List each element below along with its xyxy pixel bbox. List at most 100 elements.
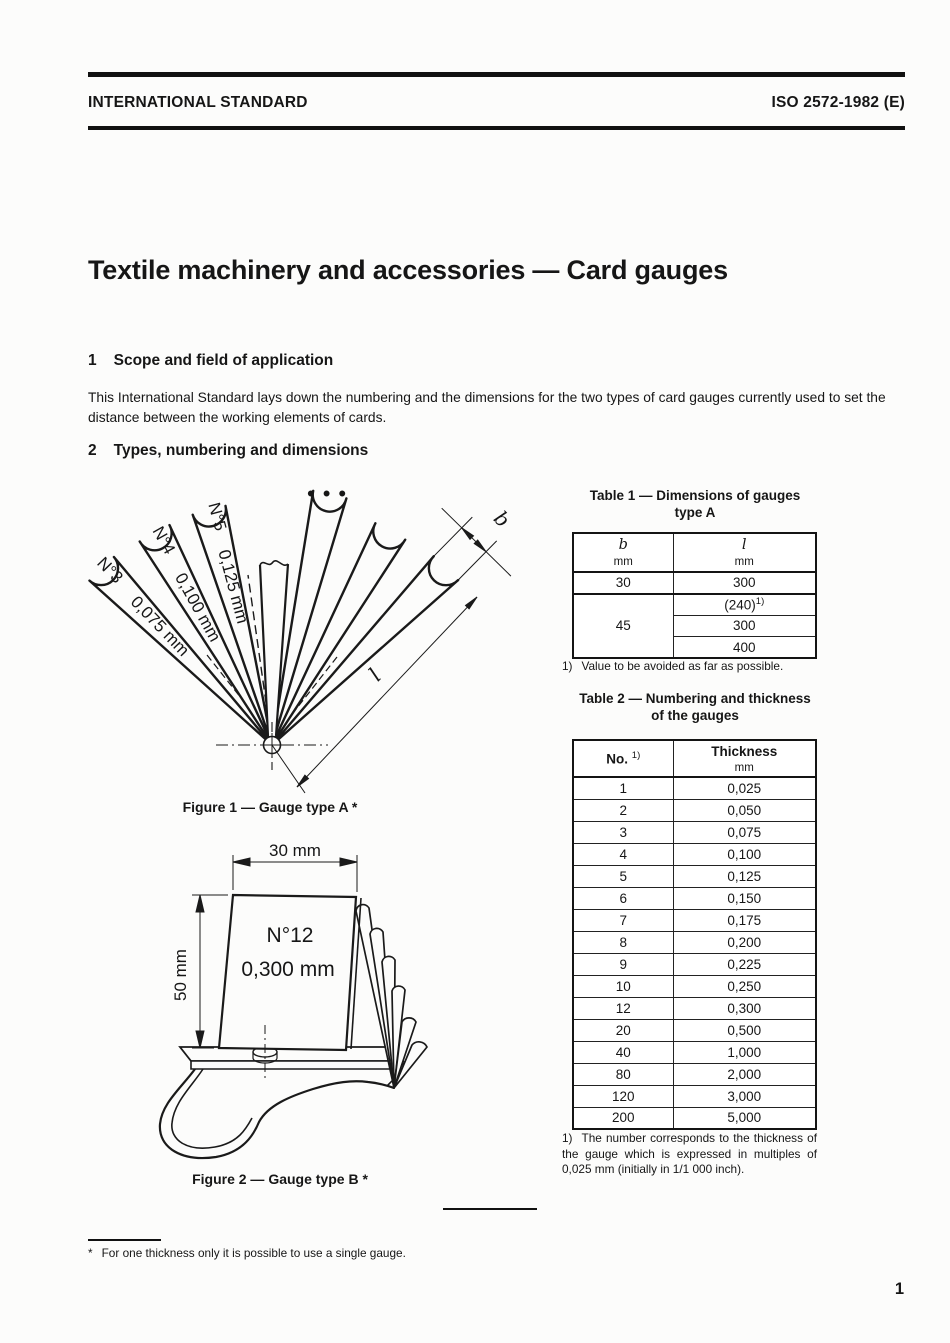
footnote-rule [88,1239,161,1241]
table2-thickness-cell: 0,125 [672,864,817,888]
table2-no-cell: 5 [572,864,674,888]
l-dimension-line [296,596,478,788]
width-arrowhead [339,857,358,867]
center-blade-break-line [259,560,289,566]
table2-thickness-cell: 0,100 [672,842,817,866]
table1-l-cell: (240)1) [672,592,817,616]
gauge-blade [270,489,348,747]
table1-row: 45(240)1) [572,592,817,659]
gauge-blade-n5 [191,504,274,747]
height-extension-lines [192,894,228,1049]
table2-no-cell: 7 [572,908,674,932]
section-1-title: Scope and field of application [113,352,334,369]
table1-title: Table 1 — Dimensions of gauges type A [565,487,825,521]
l-arrowhead [464,596,478,610]
height-dim-label: 50 mm [171,949,190,1001]
width-arrowhead [232,857,251,867]
fanned-blade [393,1017,417,1089]
section-2-title: Types, numbering and dimensions [113,442,369,459]
table2-thickness-cell: 5,000 [672,1106,817,1130]
end-of-text-divider [443,1208,537,1210]
table2-thickness-cell: 0,200 [672,930,817,954]
width-extension-lines [232,855,358,892]
table1-b-cell: 45 [572,592,674,659]
section-2-number: 2 [88,442,97,459]
fanned-blade [391,985,406,1089]
table1-l-cell: 400 [672,636,817,659]
table2-thickness-cell: 0,500 [672,1018,817,1042]
b-arrowhead [473,539,487,553]
table1-row: 400 [573,636,817,659]
standard-reference: ISO 2572-1982 (E) [771,94,905,111]
header-top-rule [88,72,905,77]
b-arrowhead [461,527,475,541]
page-title: Textile machinery and accessories — Card… [88,255,728,285]
figure2-caption: Figure 2 — Gauge type B * [192,1171,368,1187]
table2-no-cell: 10 [572,974,674,998]
table2-thickness-cell: 0,250 [672,974,817,998]
table2-no-cell: 3 [572,820,674,844]
table1-title-line1: Table 1 — Dimensions of gauges [589,488,801,503]
plate-thickness-edge [350,897,362,1050]
page-number: 1 [894,1280,904,1298]
table2-title-line1: Table 2 — Numbering and thickness [579,691,811,706]
figure1-caption: Figure 1 — Gauge type A * [182,799,358,815]
table2-no-cell: 20 [572,1018,674,1042]
table2-no-cell: 2 [572,798,674,822]
table2-no-cell: 120 [572,1084,674,1108]
table2-thickness-cell: 0,225 [672,952,817,976]
table2-thickness-cell: 1,000 [672,1040,817,1064]
table2-no-cell: 80 [572,1062,674,1086]
l-extension-line [271,744,306,794]
table2-thickness-cell: 0,050 [672,798,817,822]
table2-no-cell: 4 [572,842,674,866]
base-bar-front [190,1060,404,1070]
b-extension-lines [433,516,498,581]
fanned-blade [393,1041,428,1089]
table2-thickness-cell: 2,000 [672,1062,817,1086]
table2-no-cell: 40 [572,1040,674,1064]
figure2-gauge-type-b-drawing: 30 mm 50 mm N°12 0,300 mm [158,841,428,1160]
table1-footnote: 1)Value to be avoided as far as possible… [562,659,784,673]
height-arrowhead [195,894,205,913]
table2-thickness-cell: 0,175 [672,908,817,932]
height-arrowhead [195,1030,205,1049]
gauge-blade [270,555,460,747]
table2-title-line2: of the gauges [651,708,739,723]
table2-footnote: 1)The number corresponds to the thicknes… [562,1131,817,1176]
section-1-body: This International Standard lays down th… [88,390,886,425]
table2-title: Table 2 — Numbering and thickness of the… [565,690,825,724]
table2-no-cell: 9 [572,952,674,976]
table2-no-cell: 6 [572,886,674,910]
table2-no-cell: 200 [572,1106,674,1130]
width-dim-label: 30 mm [269,841,321,860]
table2-thickness-cell: 0,025 [672,776,817,800]
table2-no-cell: 8 [572,930,674,954]
page-footnote: *For one thickness only it is possible t… [88,1246,406,1260]
more-gauges-ellipsis: ••• [307,481,354,506]
plate-thickness-label: 0,300 mm [241,958,334,981]
dim-b-label: b [489,506,515,532]
